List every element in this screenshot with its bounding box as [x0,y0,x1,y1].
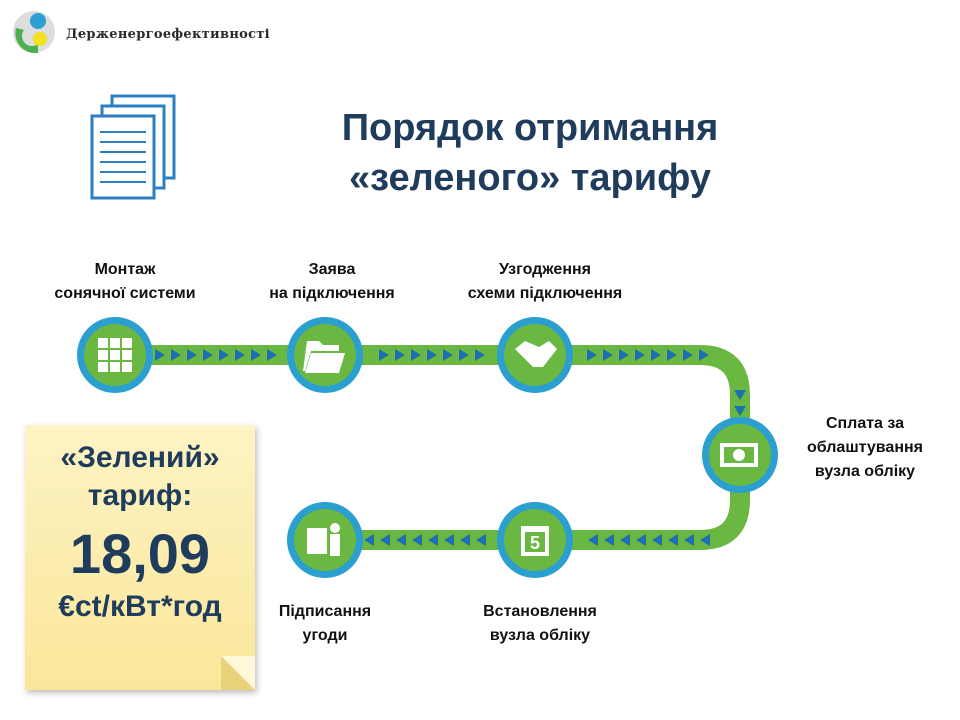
arrow-mark [700,534,710,546]
step-node-3 [497,317,573,393]
arrow-mark [588,534,598,546]
arrow-mark [267,349,277,361]
flow-arrows [155,349,746,546]
arrow-mark [636,534,646,546]
arrow-mark [603,349,613,361]
arrow-mark [444,534,454,546]
arrow-mark [443,349,453,361]
calendar-icon: 5 [521,526,549,556]
arrow-mark [459,349,469,361]
step-node-5: 5 [497,502,573,578]
step-node-6 [287,502,363,578]
tariff-note: «Зелений» тариф: 18,09 €ct/кВт*год [25,425,255,690]
arrow-mark [667,349,677,361]
folder-icon [303,341,345,373]
arrow-mark [411,349,421,361]
arrow-mark [683,349,693,361]
title-line-1: Порядок отримання [341,107,719,149]
logo-icon [13,11,55,54]
org-name: Держенергоефективності [66,27,270,42]
document-person-icon [307,523,340,556]
arrow-mark [379,349,389,361]
title-line-2: «зеленого» тарифу [348,157,712,199]
step-node-2 [287,317,363,393]
grid-panel-icon [98,338,132,372]
svg-text:5: 5 [530,533,540,553]
arrow-mark [635,349,645,361]
arrow-mark [171,349,181,361]
money-icon [720,443,758,467]
arrow-mark [476,534,486,546]
arrow-mark [364,534,374,546]
arrow-mark [587,349,597,361]
tariff-value: 18,09 [69,522,211,585]
arrow-mark [651,349,661,361]
tariff-line-1: «Зелений» [60,441,220,474]
arrow-mark [460,534,470,546]
tariff-unit: €ct/кВт*год [58,590,222,623]
documents-icon [90,94,176,200]
handshake-icon [515,341,557,367]
arrow-mark [219,349,229,361]
page-title: Порядок отримання «зеленого» тарифу [250,103,810,203]
arrow-mark [187,349,197,361]
step-node-1 [77,317,153,393]
arrow-mark [604,534,614,546]
arrow-mark [395,349,405,361]
arrow-mark [619,349,629,361]
arrow-mark [427,349,437,361]
arrow-mark [380,534,390,546]
arrow-mark [652,534,662,546]
arrow-mark [620,534,630,546]
arrow-mark [428,534,438,546]
arrow-mark [412,534,422,546]
arrow-mark [734,406,746,416]
arrow-mark [396,534,406,546]
arrow-mark [734,390,746,400]
arrow-mark [251,349,261,361]
page-curl [221,656,255,690]
arrow-mark [235,349,245,361]
arrow-mark [668,534,678,546]
arrow-mark [203,349,213,361]
arrow-mark [475,349,485,361]
arrow-mark [155,349,165,361]
tariff-line-2: тариф: [87,479,193,512]
arrow-mark [684,534,694,546]
arrow-mark [699,349,709,361]
step-node-4 [702,417,778,493]
